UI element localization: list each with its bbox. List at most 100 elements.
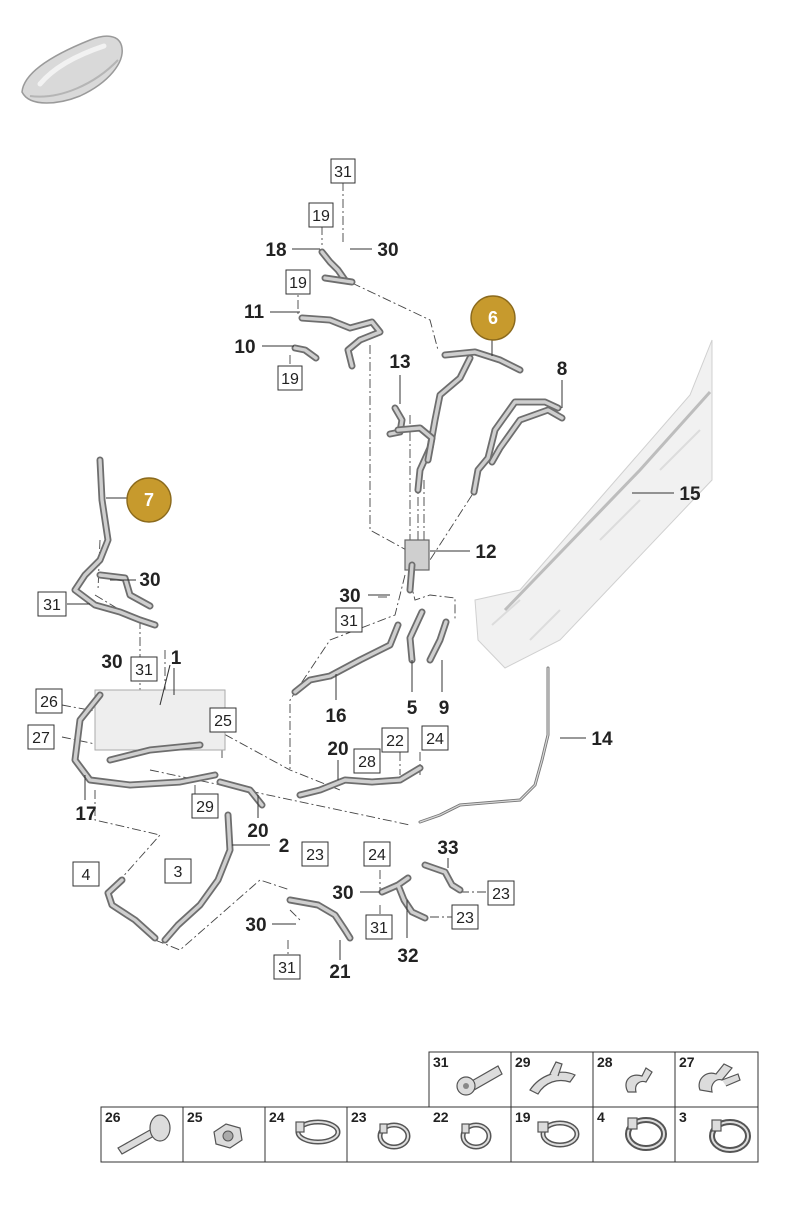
label-17: 17: [75, 804, 96, 825]
label-30: 30: [101, 652, 122, 673]
label-18: 18: [265, 240, 286, 261]
box-31[interactable]: 31: [330, 158, 356, 184]
legend-cell-29[interactable]: 29: [515, 1054, 576, 1095]
box-19[interactable]: 19: [277, 365, 303, 391]
legend-cell-31[interactable]: 31: [433, 1054, 503, 1096]
legend-cell-23[interactable]: 23: [351, 1109, 411, 1150]
svg-text:31: 31: [334, 164, 352, 181]
svg-text:29: 29: [515, 1054, 531, 1070]
box-26[interactable]: 26: [35, 688, 63, 714]
legend-cell-4[interactable]: 4: [597, 1109, 667, 1151]
callout-7[interactable]: 7: [126, 477, 172, 523]
hose-clamp-icon: [537, 1120, 580, 1148]
svg-text:25: 25: [187, 1109, 203, 1125]
legend-cell-25[interactable]: 25: [187, 1109, 243, 1149]
box-31[interactable]: 31: [37, 591, 67, 617]
label-32: 32: [397, 946, 418, 967]
box-19[interactable]: 19: [308, 202, 334, 228]
box-23[interactable]: 23: [301, 841, 329, 867]
box-27[interactable]: 27: [27, 724, 55, 750]
svg-text:31: 31: [370, 920, 388, 937]
vehicle-thumbnail-icon: [21, 35, 123, 104]
label-30: 30: [245, 915, 266, 936]
box-31[interactable]: 31: [130, 656, 158, 682]
hose-clamp-icon: [460, 1122, 492, 1150]
label-14: 14: [591, 729, 613, 750]
svg-text:7: 7: [144, 490, 154, 510]
svg-text:28: 28: [597, 1054, 613, 1070]
clip-icon: [625, 1067, 653, 1093]
box-19[interactable]: 19: [285, 269, 311, 295]
box-23[interactable]: 23: [451, 904, 479, 930]
svg-text:24: 24: [269, 1109, 285, 1125]
svg-text:23: 23: [492, 886, 510, 903]
label-12: 12: [475, 542, 496, 563]
box-24[interactable]: 24: [421, 725, 449, 751]
legend-cell-19[interactable]: 19: [515, 1109, 580, 1148]
legend-cell-27[interactable]: 27: [679, 1054, 741, 1093]
svg-text:19: 19: [515, 1109, 531, 1125]
svg-text:31: 31: [43, 597, 61, 614]
label-20: 20: [247, 821, 268, 842]
box-25[interactable]: 25: [209, 707, 237, 733]
label-1: 1: [171, 648, 182, 669]
leader-lines: [67, 248, 674, 960]
svg-text:3: 3: [174, 864, 183, 881]
box-31[interactable]: 31: [365, 914, 393, 940]
callout-6[interactable]: 6: [470, 295, 516, 341]
svg-text:25: 25: [214, 713, 232, 730]
box-28[interactable]: 28: [353, 748, 381, 774]
svg-text:26: 26: [105, 1109, 121, 1125]
box-24[interactable]: 24: [363, 841, 391, 867]
legend-cell-28[interactable]: 28: [597, 1054, 653, 1093]
svg-text:23: 23: [456, 910, 474, 927]
svg-text:31: 31: [340, 613, 358, 630]
box-22[interactable]: 22: [381, 727, 409, 753]
box-23[interactable]: 23: [487, 880, 515, 906]
clip-icon: [698, 1063, 741, 1093]
svg-text:19: 19: [312, 208, 330, 225]
label-30: 30: [139, 570, 160, 591]
svg-text:4: 4: [597, 1109, 605, 1125]
box-31[interactable]: 31: [335, 607, 363, 633]
box-29[interactable]: 29: [191, 793, 219, 819]
hose-clamp-icon: [295, 1119, 341, 1145]
label-15: 15: [679, 484, 701, 505]
svg-text:19: 19: [281, 371, 299, 388]
label-33: 33: [437, 838, 458, 859]
svg-text:31: 31: [278, 960, 296, 977]
part-number-labels: 18 30 11 10 13 8 15 12 30 30 1 30 5 9 16…: [75, 240, 701, 983]
svg-text:23: 23: [351, 1109, 367, 1125]
hoses: [71, 248, 566, 944]
hose-clamp-icon: [709, 1119, 751, 1153]
svg-text:28: 28: [358, 754, 376, 771]
box-31[interactable]: 31: [273, 954, 301, 980]
legend-cell-22[interactable]: 22: [433, 1109, 492, 1150]
screw-icon: [117, 1114, 171, 1155]
parts-legend-table: 31 29 28 27: [100, 1051, 759, 1163]
rivet-icon: [456, 1065, 503, 1096]
nut-icon: [213, 1123, 243, 1149]
label-13: 13: [389, 352, 410, 373]
legend-cell-24[interactable]: 24: [269, 1109, 341, 1145]
svg-text:27: 27: [679, 1054, 695, 1070]
legend-cell-26[interactable]: 26: [105, 1109, 171, 1155]
box-4[interactable]: 4: [72, 861, 100, 887]
label-20: 20: [327, 739, 348, 760]
legend-cell-3[interactable]: 3: [679, 1109, 751, 1153]
clip-icon: [529, 1061, 576, 1095]
boxed-part-numbers: 31 19 19 19 31 31 31 26 25 27 22 24 28 2…: [27, 158, 515, 980]
svg-text:3: 3: [679, 1109, 687, 1125]
label-10: 10: [234, 337, 255, 358]
label-11: 11: [244, 302, 265, 323]
label-2: 2: [279, 836, 290, 857]
svg-text:24: 24: [426, 731, 444, 748]
hose-clamp-icon: [377, 1122, 411, 1150]
svg-text:22: 22: [386, 733, 404, 750]
box-3[interactable]: 3: [164, 858, 192, 884]
hose-clamp-icon: [625, 1117, 667, 1151]
label-30: 30: [377, 240, 398, 261]
svg-text:31: 31: [433, 1054, 449, 1070]
svg-text:19: 19: [289, 275, 307, 292]
label-9: 9: [439, 698, 450, 719]
